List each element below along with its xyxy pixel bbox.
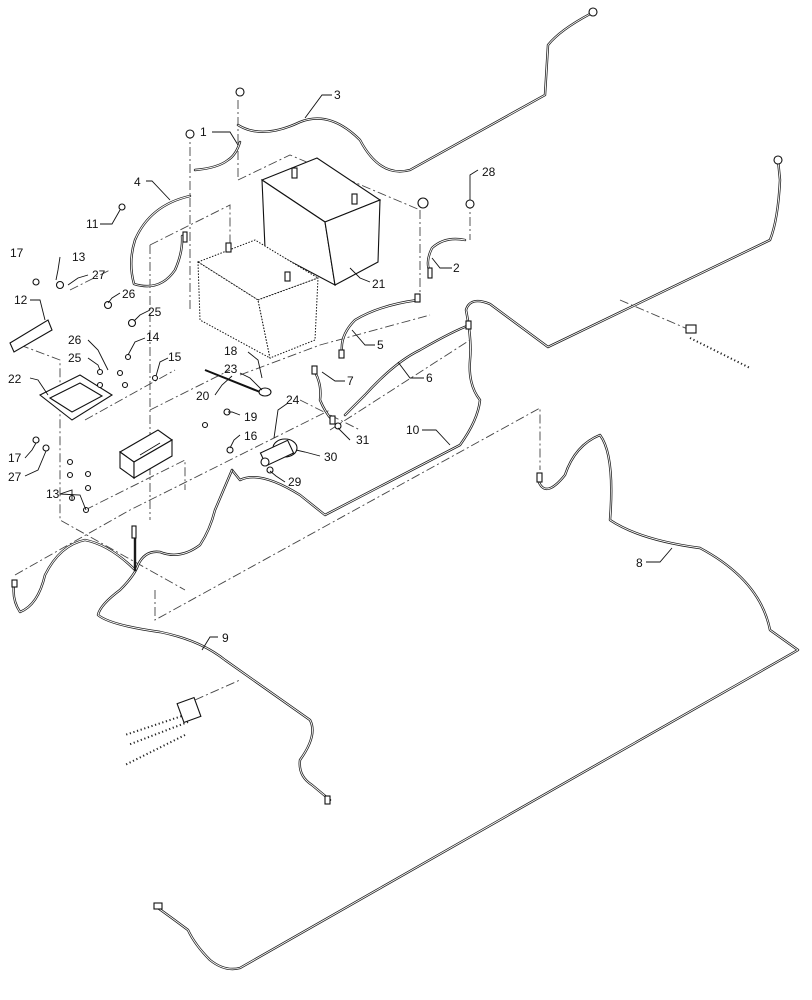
fuse-box	[118, 429, 174, 480]
callout-3: 3	[334, 88, 341, 102]
callout-30: 30	[324, 450, 338, 464]
starter-solenoid	[259, 438, 298, 467]
callout-19: 19	[244, 410, 258, 424]
callout-25a: 25	[148, 305, 162, 319]
fuse-box-cover	[38, 374, 114, 421]
callout-22: 22	[8, 372, 22, 386]
callout-13a: 13	[72, 250, 86, 264]
battery-front	[260, 157, 382, 287]
wire-extensions	[124, 337, 751, 766]
callout-11: 11	[86, 217, 99, 231]
cables	[12, 12, 800, 971]
callout-24: 24	[286, 393, 300, 407]
callout-7: 7	[347, 374, 354, 388]
callout-10: 10	[406, 423, 420, 437]
callout-26b: 26	[68, 333, 82, 347]
callout-18: 18	[224, 344, 238, 358]
callout-8: 8	[636, 556, 643, 570]
callout-13b: 13	[46, 487, 60, 501]
callout-26a: 26	[122, 287, 136, 301]
callout-17b: 17	[8, 451, 22, 465]
callout-20: 20	[196, 389, 210, 403]
callout-27b: 27	[8, 470, 22, 484]
callout-25b: 25	[68, 351, 82, 365]
callout-15: 15	[168, 350, 182, 364]
label-decal	[9, 319, 53, 353]
callout-14: 14	[146, 330, 160, 344]
callout-17a: 17	[10, 246, 24, 260]
callout-2: 2	[453, 261, 460, 275]
callout-6: 6	[426, 371, 433, 385]
callout-28: 28	[482, 165, 496, 179]
callout-27a: 27	[92, 268, 106, 282]
callout-21: 21	[372, 277, 386, 291]
hardware-parts	[11, 7, 783, 910]
callout-4: 4	[134, 175, 141, 189]
callout-12: 12	[14, 293, 28, 307]
callout-1: 1	[200, 125, 207, 139]
callout-16: 16	[244, 429, 258, 443]
callout-5: 5	[377, 338, 384, 352]
leader-lines	[24, 94, 673, 651]
callout-31: 31	[356, 433, 370, 447]
callout-23: 23	[224, 362, 238, 376]
callout-29: 29	[288, 475, 302, 489]
callout-9: 9	[222, 631, 229, 645]
callout-labels: 1 2 3 4 5 6 7 8 9 10 11 12 13 13 14 15 1…	[8, 88, 643, 645]
battery-rear	[196, 239, 320, 359]
